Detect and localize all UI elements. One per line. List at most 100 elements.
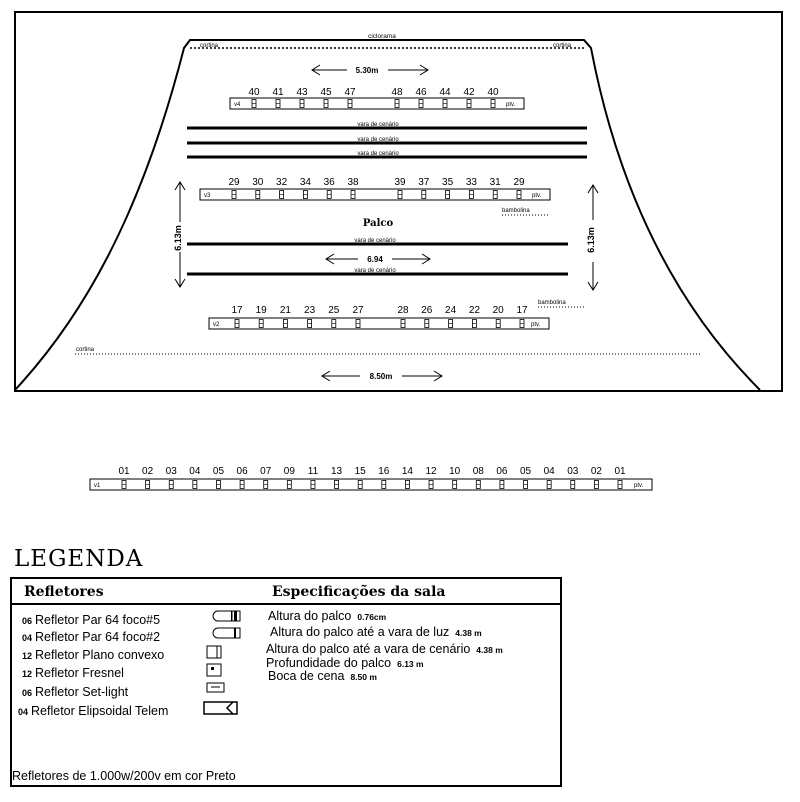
circuit-number: 11 <box>308 466 319 477</box>
circuit-number: 30 <box>252 177 264 188</box>
dim-left-label: 6.13m <box>173 225 183 251</box>
circuit-number: 02 <box>591 466 603 477</box>
circuit-number: 06 <box>237 466 249 477</box>
circuit-number: 42 <box>463 87 475 98</box>
circuit-number: 45 <box>320 87 332 98</box>
legend-item-label: Refletor Par 64 foco#2 <box>35 630 161 644</box>
legend-item-label: Refletor Fresnel <box>35 666 124 680</box>
stage-outline <box>14 39 761 391</box>
circuit-number: 21 <box>280 305 292 316</box>
legend-item-qty: 12 <box>22 669 33 679</box>
spec-value: 4.38 m <box>476 645 503 655</box>
set-light-icon <box>206 682 225 693</box>
par64-foco5-icon <box>212 610 241 622</box>
circuit-number: 15 <box>355 466 367 477</box>
legend-note: Refletores de 1.000w/200v em cor Preto <box>12 769 236 783</box>
dim-bottom-label: 8.50m <box>370 372 393 381</box>
circuit-number: 14 <box>402 466 414 477</box>
circuit-number: 48 <box>391 87 403 98</box>
circuit-number: 26 <box>421 305 433 316</box>
circuit-number: 34 <box>300 177 312 188</box>
circuit-number: 38 <box>347 177 359 188</box>
circuit-number: 09 <box>284 466 296 477</box>
spec-value: 8.50 m <box>350 672 377 682</box>
spec-value: 4.38 m <box>455 628 482 638</box>
circuit-number: 01 <box>118 466 130 477</box>
dim-mid-label: 6.94 <box>367 255 383 264</box>
plan-frame <box>14 11 783 392</box>
spec-value: 0.76cm <box>357 612 387 622</box>
circuit-number: 20 <box>493 305 505 316</box>
circuit-number: 03 <box>166 466 178 477</box>
circuit-number: 05 <box>520 466 532 477</box>
circuit-number: 40 <box>248 87 260 98</box>
circuit-number: 44 <box>439 87 451 98</box>
cortina-top-left-label: cortina <box>200 43 219 49</box>
dim-right-arrow <box>587 184 599 291</box>
circuit-number: 02 <box>142 466 154 477</box>
vara-cenario-4-label: vara de cenário <box>354 238 396 244</box>
bar-v4-end-label: ptv. <box>506 102 516 108</box>
circuit-number: 16 <box>378 466 390 477</box>
legend-item-qty: 06 <box>22 688 33 698</box>
bar-v3-pipe <box>199 188 551 201</box>
palco-label: Palco <box>363 218 394 229</box>
dim-right-label: 6.13m <box>586 227 596 253</box>
circuit-number: 41 <box>272 87 284 98</box>
spec-label: Profundidade do palco <box>266 656 392 670</box>
spec-label: Altura do palco <box>268 609 352 623</box>
legend-item-qty: 04 <box>22 633 33 643</box>
legend-item-qty: 06 <box>22 616 33 626</box>
circuit-number: 33 <box>466 177 478 188</box>
circuit-number: 35 <box>442 177 454 188</box>
circuit-number: 29 <box>513 177 525 188</box>
bar-v2-pipe <box>208 317 550 330</box>
circuit-number: 36 <box>324 177 336 188</box>
bar-v3-end-label: ptv. <box>532 193 542 199</box>
legend-title: LEGENDA <box>14 546 144 572</box>
circuit-number: 29 <box>228 177 240 188</box>
legend-header: Refletores Especificações da sala <box>12 579 560 605</box>
legend-item-label: Refletor Plano convexo <box>35 648 165 662</box>
bambolina-label-2: bambolina <box>538 300 566 306</box>
circuit-number: 31 <box>490 177 502 188</box>
circuit-number: 06 <box>496 466 508 477</box>
spec-label: Altura do palco até a vara de cenário <box>266 642 471 656</box>
spec-altura-palco: Altura do palco 0.76cm <box>268 609 386 623</box>
legend-item-label: Refletor Elipsoidal Telem <box>31 704 169 718</box>
circuit-number: 27 <box>352 305 364 316</box>
circuit-number: 43 <box>296 87 308 98</box>
circuit-number: 24 <box>445 305 457 316</box>
circuit-number: 12 <box>425 466 437 477</box>
circuit-number: 32 <box>276 177 288 188</box>
circuit-number: 17 <box>516 305 528 316</box>
ciclorama-label: ciclorama <box>368 33 396 40</box>
legend-item-qty: 12 <box>22 651 33 661</box>
dim-top-label: 5.30m <box>356 66 379 75</box>
legend-item-qty: 04 <box>18 707 29 717</box>
spec-label: Boca de cena <box>268 669 345 683</box>
plano-convexo-icon <box>206 645 222 659</box>
refletores-header: Refletores <box>24 584 104 600</box>
circuit-number: 37 <box>418 177 430 188</box>
dim-mid-arrow <box>325 253 431 265</box>
dim-bottom-arrow <box>321 370 443 382</box>
circuit-number: 03 <box>567 466 579 477</box>
circuit-number: 40 <box>487 87 499 98</box>
circuit-number: 23 <box>304 305 316 316</box>
bambolina-label-1: bambolina <box>502 208 530 214</box>
vara-cenario-2-label: vara de cenário <box>357 137 399 143</box>
circuit-number: 10 <box>449 466 461 477</box>
circuit-number: 28 <box>397 305 409 316</box>
elipsoidal-icon <box>203 701 238 715</box>
